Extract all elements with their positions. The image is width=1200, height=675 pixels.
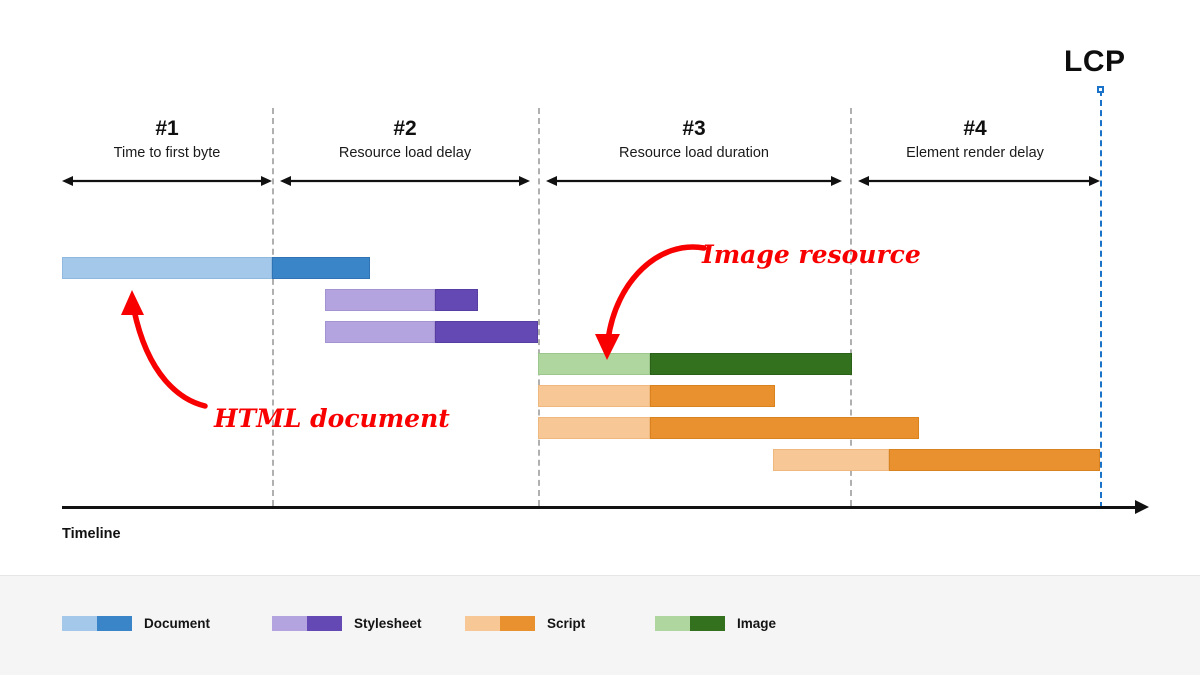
phase-divider-3 <box>850 108 852 506</box>
image-resource-annotation-arrow <box>595 244 707 360</box>
bar-segment-wait <box>773 449 889 471</box>
bar-segment-transfer <box>435 321 538 343</box>
lcp-marker-square <box>1097 86 1104 93</box>
bar-segment-wait <box>538 353 650 375</box>
phase-name: Element render delay <box>906 145 1044 161</box>
phase-number: #2 <box>393 117 417 140</box>
legend-swatch-light <box>655 616 690 631</box>
phase-divider-2 <box>538 108 540 506</box>
phase-header-4: #4 Element render delay <box>850 116 1100 164</box>
phase-arrow-4 <box>858 176 1100 186</box>
legend-row: Document Stylesheet Script <box>62 616 776 631</box>
bar-segment-wait <box>538 417 650 439</box>
timeline-axis-line <box>62 506 1143 509</box>
resource-bar-stylesheet-2 <box>325 321 538 343</box>
phase-name: Time to first byte <box>113 145 221 161</box>
legend-swatch-dark <box>307 616 342 631</box>
legend-item-stylesheet: Stylesheet <box>272 616 465 631</box>
phase-divider-1 <box>272 108 274 506</box>
resource-bar-image <box>538 353 852 375</box>
resource-bar-script-1 <box>538 385 775 407</box>
legend-swatch-script <box>465 616 535 631</box>
legend-swatch-stylesheet <box>272 616 342 631</box>
timeline-axis-label: Timeline <box>62 526 121 542</box>
phase-name: Resource load duration <box>619 145 769 161</box>
resource-bar-script-3 <box>773 449 1100 471</box>
phase-name: Resource load delay <box>338 145 472 161</box>
phase-number: #1 <box>155 117 179 140</box>
bar-segment-transfer <box>650 353 852 375</box>
bar-segment-transfer <box>272 257 370 279</box>
phase-arrow-3 <box>546 176 842 186</box>
legend-label: Script <box>547 616 586 631</box>
bar-segment-wait <box>325 289 435 311</box>
bar-segment-transfer <box>889 449 1100 471</box>
resource-bar-stylesheet-1 <box>325 289 478 311</box>
legend-swatch-light <box>62 616 97 631</box>
legend-label: Stylesheet <box>354 616 422 631</box>
legend-item-document: Document <box>62 616 272 631</box>
legend: Document Stylesheet Script <box>0 575 1200 675</box>
legend-swatch-document <box>62 616 132 631</box>
bar-segment-transfer <box>650 417 919 439</box>
legend-swatch-image <box>655 616 725 631</box>
resource-bar-script-2 <box>538 417 919 439</box>
legend-swatch-dark <box>500 616 535 631</box>
phase-arrow-1 <box>62 176 272 186</box>
lcp-dashed-line <box>1100 90 1102 508</box>
bar-segment-transfer <box>650 385 775 407</box>
phase-number: #3 <box>682 117 706 140</box>
phase-header-1: #1 Time to first byte <box>62 116 272 164</box>
legend-label: Image <box>737 616 777 631</box>
html-document-annotation-label: HTML document <box>214 404 450 433</box>
legend-item-image: Image <box>655 616 776 631</box>
legend-label: Document <box>144 616 211 631</box>
legend-swatch-light <box>272 616 307 631</box>
html-document-annotation-arrow <box>121 290 208 409</box>
resource-bar-document <box>62 257 370 279</box>
legend-swatch-dark <box>690 616 725 631</box>
bar-segment-wait <box>325 321 435 343</box>
bar-segment-wait <box>62 257 272 279</box>
legend-swatch-dark <box>97 616 132 631</box>
phase-arrow-2 <box>280 176 530 186</box>
bar-segment-wait <box>538 385 650 407</box>
lcp-label: LCP <box>1064 45 1126 78</box>
legend-swatch-light <box>465 616 500 631</box>
phase-header-3: #3 Resource load duration <box>538 116 850 164</box>
image-resource-annotation-label: Image resource <box>702 240 921 269</box>
phase-header-2: #2 Resource load delay <box>272 116 538 164</box>
timeline-axis-arrowhead <box>1135 500 1149 514</box>
phase-number: #4 <box>963 117 987 140</box>
chart-plot-area: LCP #1 Time to first byte #2 Resource lo… <box>62 45 1149 542</box>
bar-segment-transfer <box>435 289 478 311</box>
legend-item-script: Script <box>465 616 655 631</box>
